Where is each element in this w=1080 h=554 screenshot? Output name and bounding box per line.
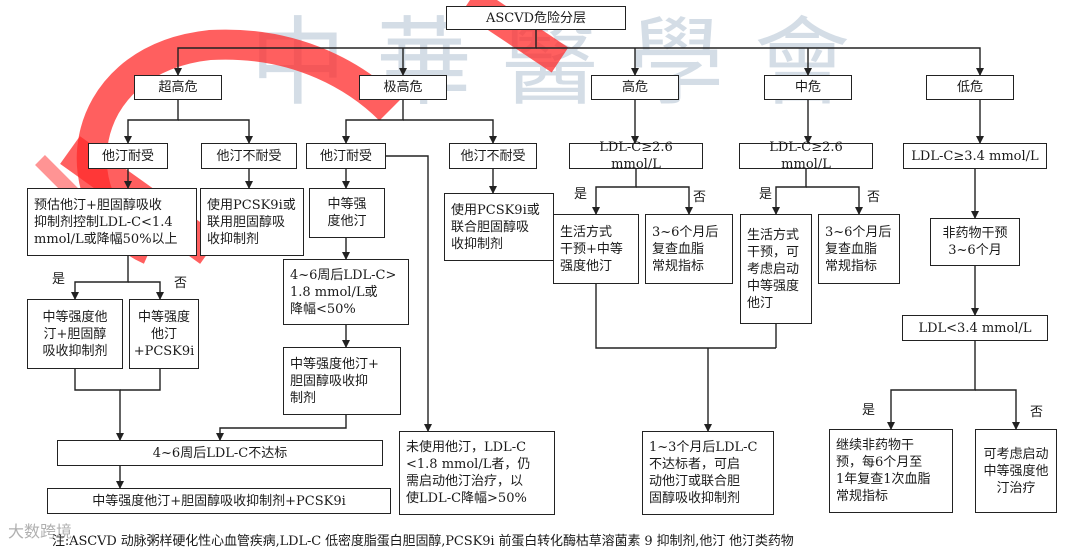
connector-lines xyxy=(71,30,1020,489)
label-no-low: 否 xyxy=(1030,405,1044,420)
connector-9 xyxy=(71,256,129,300)
node-continue-non-drug: 继续非药物干 预，每6个月至 1年复查1次血脂 常规指标 xyxy=(829,429,953,513)
node-estimate-combo: 预估他汀+胆固醇吸收 抑制剂控制LDL-C<1.4 mmol/L或降幅50%以上 xyxy=(27,188,197,256)
connector-0 xyxy=(174,30,537,76)
label-no-medium: 否 xyxy=(867,190,881,205)
node-consider-moderate-statin: 可考虑启动 中等强度他 汀治疗 xyxy=(975,429,1057,513)
node-moderate-statin-ezetimibe-2: 中等强度他汀+ 胆固醇吸收抑 制剂 xyxy=(283,347,401,415)
node-triple-therapy: 中等强度他汀+胆固醇吸收抑制剂+PCSK9i xyxy=(47,488,391,514)
tier-very-high-risk: 超高危 xyxy=(134,75,222,100)
node-lifestyle-consider-statin: 生活方式 干预，可 考虑启动 中等强度 他汀 xyxy=(740,214,812,324)
tier-medium-risk: 中危 xyxy=(764,75,852,100)
connector-2 xyxy=(536,47,984,76)
connector-27 xyxy=(806,186,863,215)
node-ldl-ge-3-4: LDL-C≥3.4 mmol/L xyxy=(903,143,1047,169)
footnote: 注:ASCVD 动脉粥样硬化性心血管疾病,LDL-C 低密度脂蛋白胆固醇,PCS… xyxy=(52,534,794,549)
node-1-3-months-not-at-goal: 1~3个月后LDL-C 不达标者，可启 动他汀或联合胆 固醇吸收抑制剂 xyxy=(642,431,774,515)
tier-low-risk: 低危 xyxy=(926,75,1014,100)
label-yes-very-high: 是 xyxy=(52,272,66,287)
connector-6 xyxy=(178,119,253,144)
node-pcsk9i-or-combo-1: 使用PCSK9i或 联用胆固醇吸 收抑制剂 xyxy=(200,188,304,256)
node-ldl-below-3-4: LDL<3.4 mmol/L xyxy=(902,315,1048,341)
label-no-very-high: 否 xyxy=(174,276,188,291)
connector-26 xyxy=(772,169,807,215)
label-yes-low: 是 xyxy=(862,403,876,418)
connector-10 xyxy=(128,281,164,300)
connector-35 xyxy=(975,389,1020,430)
connector-24 xyxy=(636,186,693,215)
corner-watermark: 大数跨境 xyxy=(8,522,73,541)
connector-12 xyxy=(120,369,161,391)
node-untreated-start-statin: 未使用他汀，LDL-C <1.8 mmol/L者，仍 需启动他汀治疗，以 使LD… xyxy=(399,431,555,515)
tier-extreme-high-risk: 极高危 xyxy=(359,75,447,100)
node-root: ASCVD危险分层 xyxy=(446,6,626,30)
label-yes-medium: 是 xyxy=(759,187,773,202)
node-ldl-not-at-goal: 4~6周后LDL-C不达标 xyxy=(57,440,383,466)
node-statin-intolerant-1: 他汀不耐受 xyxy=(201,143,297,169)
connector-19 xyxy=(216,415,347,441)
connector-5 xyxy=(124,100,179,144)
node-ldl-ge-2-6-medium: LDL-C≥2.6 mmol/L xyxy=(739,140,873,172)
connector-34 xyxy=(887,341,976,430)
connector-23 xyxy=(592,169,637,215)
connector-11 xyxy=(74,369,124,441)
label-no-high: 否 xyxy=(693,190,707,205)
node-pcsk9i-or-combo-2: 使用PCSK9i或 联合胆固醇吸 收抑制剂 xyxy=(444,193,554,261)
node-ldl-above-1-8: 4~6周后LDL-C> 1.8 mmol/L或 降幅<50% xyxy=(283,259,409,325)
tier-high-risk: 高危 xyxy=(591,75,679,100)
connector-20 xyxy=(386,155,432,432)
node-ldl-ge-2-6-high: LDL-C≥2.6 mmol/L xyxy=(569,140,703,172)
node-non-drug-3-6-months: 非药物干预 3~6个月 xyxy=(930,218,1020,266)
connector-28 xyxy=(595,284,776,349)
node-moderate-statin: 中等强 度他汀 xyxy=(309,188,385,238)
node-statin-tolerant-1: 他汀耐受 xyxy=(88,143,168,169)
node-statin-tolerant-2: 他汀耐受 xyxy=(306,143,386,169)
node-moderate-statin-pcsk9i: 中等强度 他汀 +PCSK9i xyxy=(129,299,199,369)
node-statin-intolerant-2: 他汀不耐受 xyxy=(449,143,537,169)
connector-14 xyxy=(342,100,404,144)
connector-15 xyxy=(403,119,497,144)
node-recheck-3-6-months-high: 3~6个月后 复查血脂 常规指标 xyxy=(645,214,733,284)
label-yes-high: 是 xyxy=(574,187,588,202)
node-moderate-statin-ezetimibe: 中等强度他 汀+胆固醇 吸收抑制剂 xyxy=(27,299,123,369)
node-recheck-3-6-months-medium: 3~6个月后 复查血脂 常规指标 xyxy=(818,214,900,284)
node-lifestyle-moderate-statin: 生活方式 干预+中等 强度他汀 xyxy=(553,214,639,284)
